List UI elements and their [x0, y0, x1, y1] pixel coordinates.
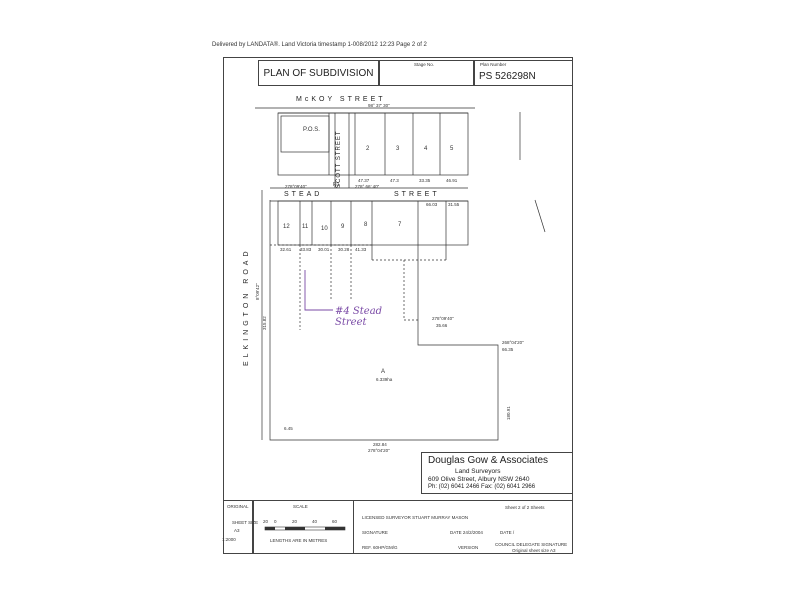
middle-block	[277, 200, 469, 246]
svg-text:66.03: 66.03	[426, 202, 438, 207]
scale-tick-4: 60	[332, 519, 338, 524]
lot-5: 5	[450, 146, 454, 152]
scale-tick-0: 20	[263, 519, 269, 524]
svg-text:268°04'20": 268°04'20"	[502, 340, 524, 345]
stead-street-label-2: STREET	[394, 191, 440, 198]
original-cell	[223, 500, 253, 554]
svg-text:282.84: 282.84	[373, 442, 387, 447]
lot-12: 12	[283, 224, 290, 230]
council-delegate: COUNCIL DELEGATE SIGNATURE	[495, 542, 568, 547]
scale-tick-1: 0	[274, 519, 277, 524]
lot-a: A	[381, 369, 385, 375]
svg-text:180.91: 180.91	[506, 406, 511, 420]
units-label: LENGTHS ARE IN METRES	[270, 538, 328, 543]
stage-cell	[379, 60, 474, 86]
lot-11: 11	[302, 224, 309, 230]
svg-text:33.83: 33.83	[300, 247, 312, 252]
north-block	[277, 112, 469, 176]
scott-street-label: SCOTT STREET	[336, 130, 342, 188]
svg-text:8°09'42": 8°09'42"	[255, 283, 260, 300]
surveyor-address: 609 Olive Street, Albury NSW 2640	[428, 476, 530, 483]
svg-text:278°09'40": 278°09'40"	[432, 316, 454, 321]
r1-label: R1	[333, 182, 340, 188]
version-label: VERSION	[458, 545, 479, 550]
svg-text:278°09'40": 278°09'40"	[285, 184, 307, 189]
annotation-line-2: Street	[335, 317, 367, 328]
pos-lot	[280, 115, 330, 153]
licensed-surveyor: LICENSED SURVEYOR STUART MURRAY MASON	[362, 515, 469, 520]
handwritten-annotation: #4 Stead Street	[335, 306, 382, 328]
svg-text:315.82: 315.82	[262, 316, 267, 330]
date-label: DATE /	[500, 530, 515, 535]
mckoy-street-label: McKOY STREET	[296, 96, 386, 103]
scale-label: SCALE	[293, 504, 308, 509]
original-sheet-size: Original sheet size A3	[512, 548, 556, 553]
sheet-size-value: A3	[234, 528, 240, 533]
stead-street-label: STEAD	[284, 191, 323, 198]
lot-2: 2	[366, 146, 370, 152]
surveyor-type: Land Surveyors	[455, 468, 501, 475]
annotation-pointer	[304, 270, 333, 311]
surveyor-box	[421, 452, 573, 494]
scale-ratio: 1:2000	[222, 537, 236, 542]
pos-label: P.O.S.	[303, 127, 320, 133]
annotation-line-1: #4 Stead	[335, 306, 383, 317]
lot-7: 7	[398, 222, 402, 228]
svg-text:278°04'20": 278°04'20"	[368, 448, 390, 453]
lot-a-area: 6.339ha	[376, 377, 393, 382]
svg-text:32.61: 32.61	[280, 247, 292, 252]
signature-label: SIGNATURE	[362, 530, 388, 535]
sheet-of: Sheet 2 of 2 Sheets	[505, 505, 545, 510]
delivery-header: Delivered by LANDATA®. Land Victoria tim…	[212, 42, 427, 48]
svg-text:47.37: 47.37	[358, 178, 370, 183]
elkington-road-label: ELKINGTON ROAD	[243, 247, 250, 367]
lot-4: 4	[424, 146, 428, 152]
ref-label: REF. 60HP/GM/G	[362, 545, 398, 550]
svg-text:30.01: 30.01	[318, 247, 330, 252]
plan-number-label: Plan Number	[480, 62, 507, 67]
svg-text:47.3: 47.3	[390, 178, 399, 183]
scale-cell	[253, 500, 354, 554]
stage-label: Stage No.	[414, 62, 435, 67]
plan-number: PS 526298N	[479, 71, 536, 82]
svg-text:31.55: 31.55	[448, 202, 460, 207]
surveyor-phone: Ph: (02) 6041 2466 Fax: (02) 6041 2966	[428, 484, 536, 490]
lot-9: 9	[341, 224, 345, 230]
svg-text:46.91: 46.91	[446, 178, 458, 183]
svg-text:66.35: 66.35	[502, 347, 514, 352]
lot-8: 8	[364, 222, 368, 228]
scale-bar	[264, 526, 346, 531]
plan-number-cell	[474, 60, 573, 86]
svg-text:30.28: 30.28	[338, 247, 350, 252]
svg-text:6.45: 6.45	[284, 426, 293, 431]
svg-text:35.66: 35.66	[436, 323, 448, 328]
plan-title: PLAN OF SUBDIVISION	[258, 60, 379, 86]
lot-3: 3	[396, 146, 400, 152]
svg-text:41.33: 41.33	[355, 247, 367, 252]
lot-10: 10	[321, 226, 328, 232]
scale-tick-2: 20	[292, 519, 298, 524]
sheet-size-label: SHEET SIZE	[232, 520, 259, 525]
original-label: ORIGINAL	[227, 504, 249, 509]
surveyor-firm: Douglas Gow & Associates	[428, 455, 549, 466]
svg-text:98° 37' 30": 98° 37' 30"	[368, 103, 390, 108]
date-signed: DATE 24/2/2004	[450, 530, 483, 535]
svg-text:33.35: 33.35	[419, 178, 431, 183]
scale-tick-3: 40	[312, 519, 318, 524]
svg-text:278° 66' 40": 278° 66' 40"	[355, 184, 380, 189]
